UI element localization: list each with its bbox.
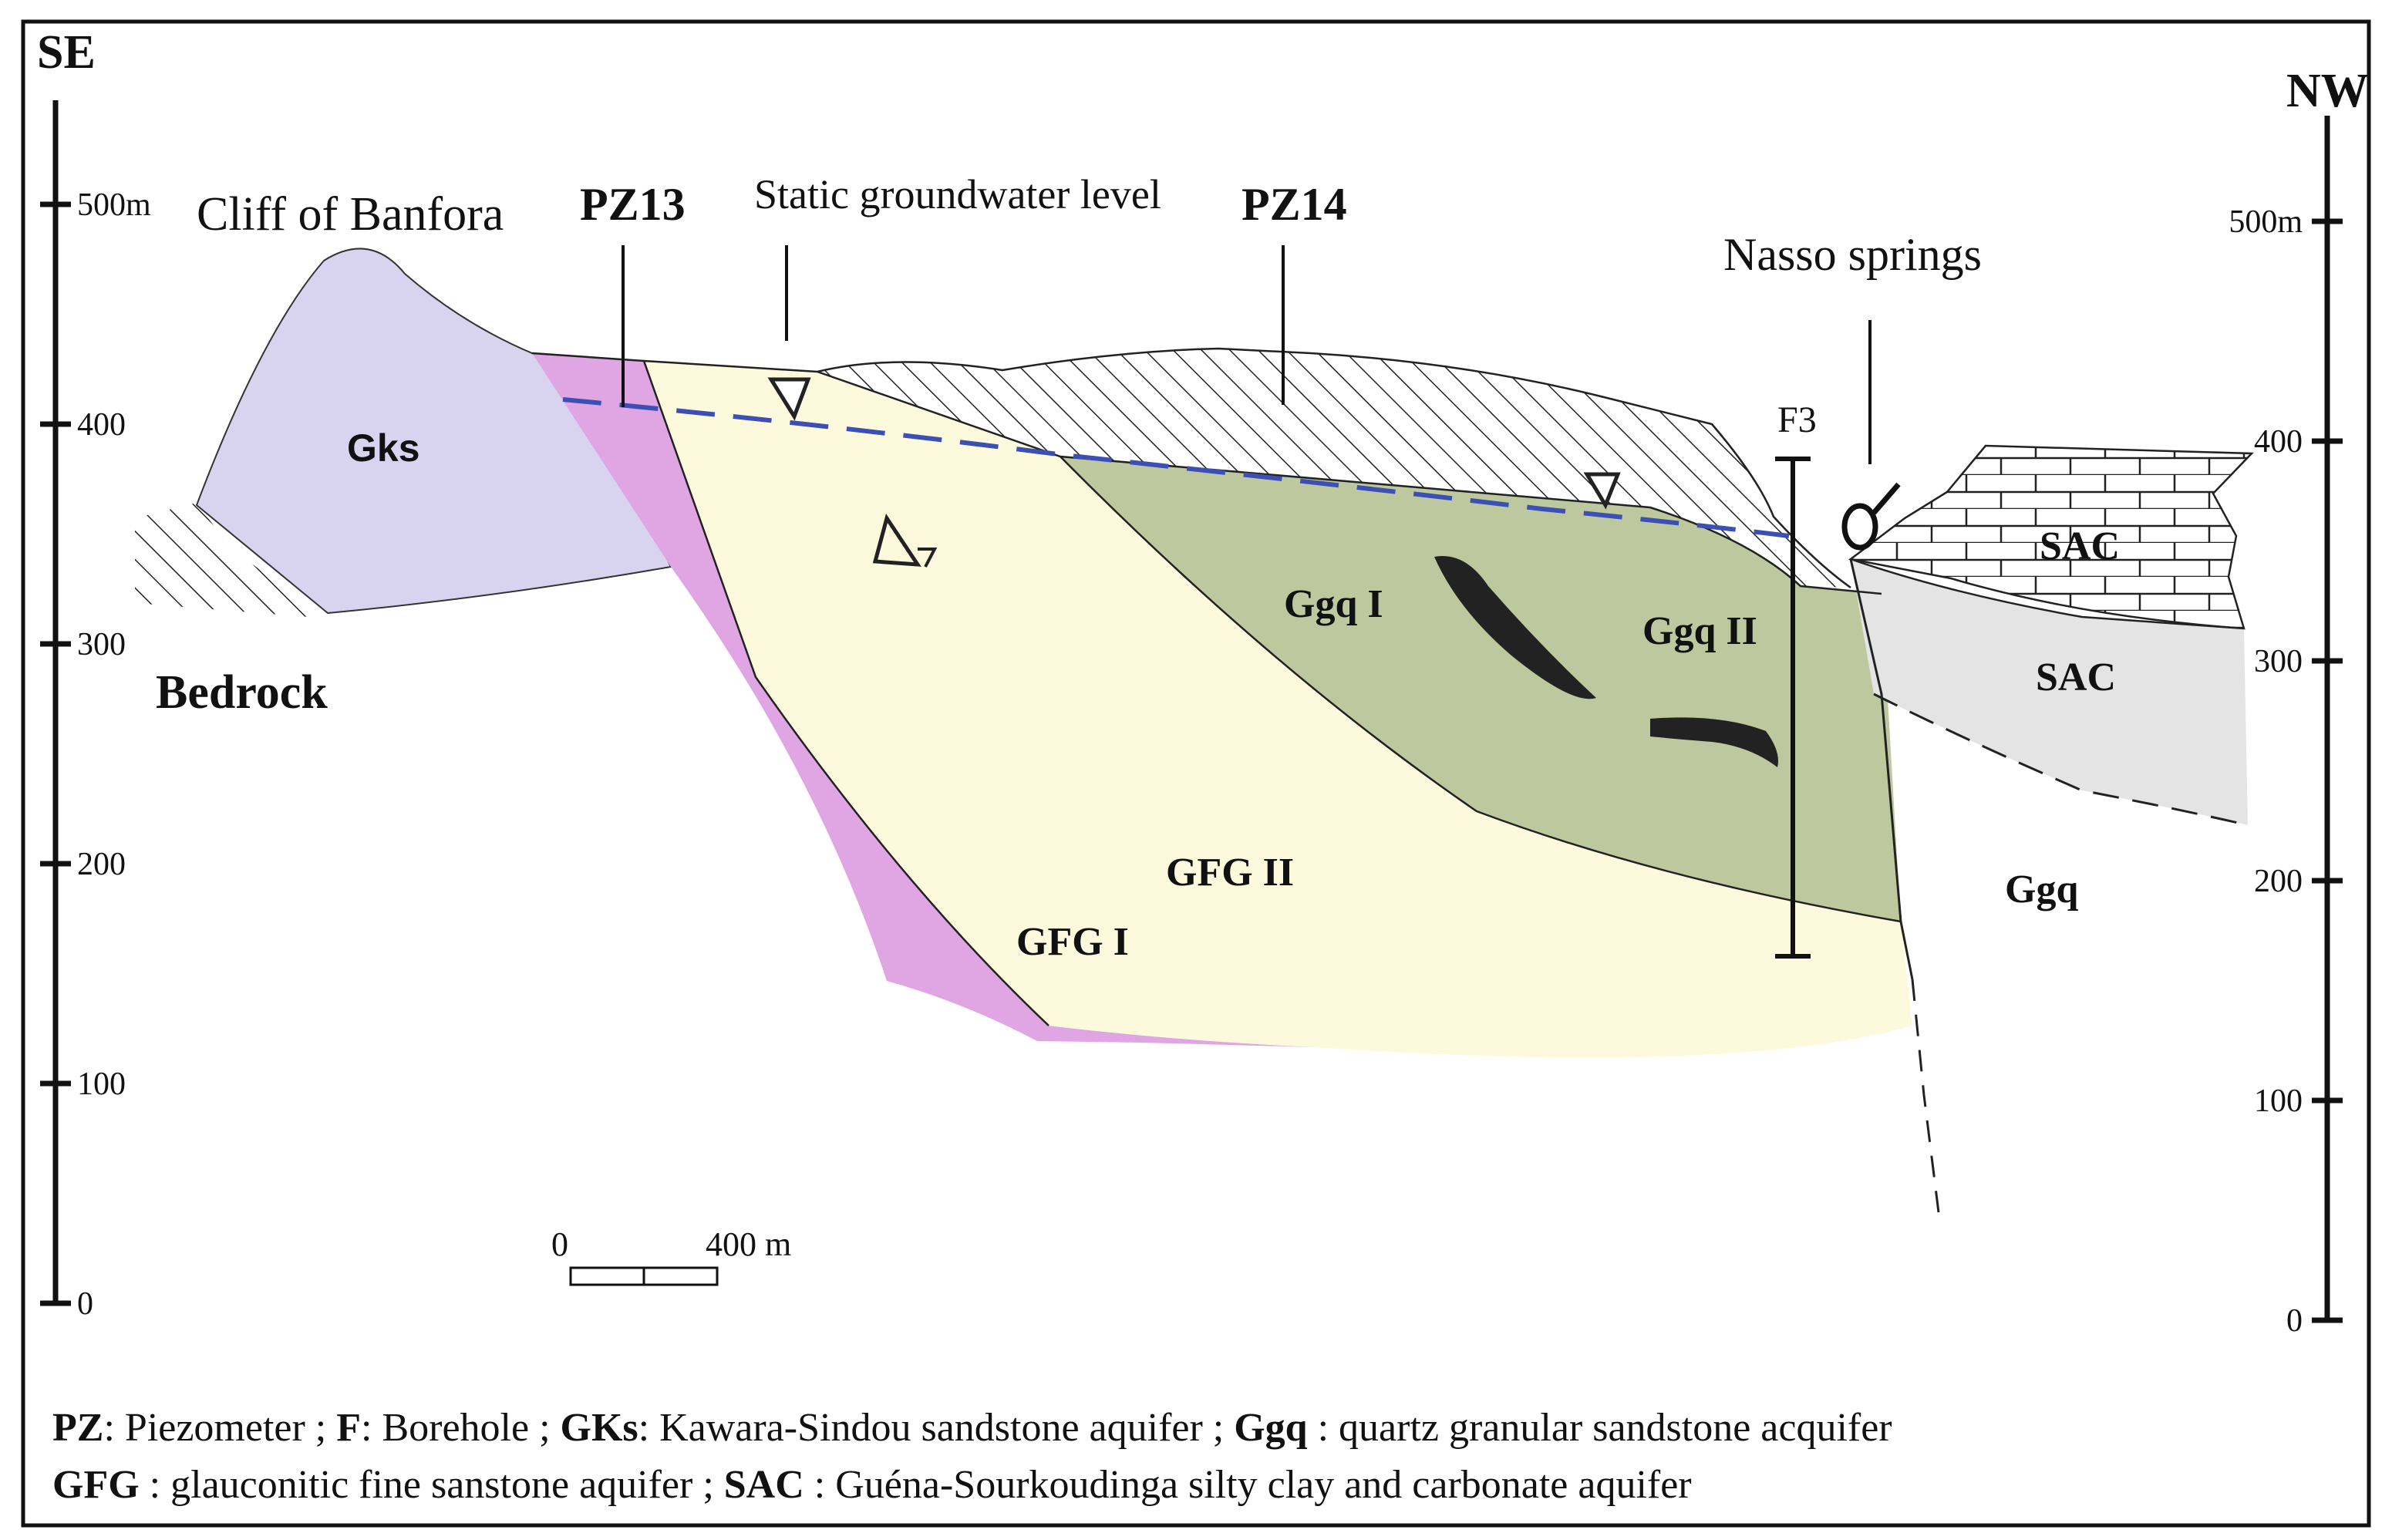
static-water-level-line: [562, 397, 1790, 538]
cliff-label: Cliff of Banfora: [197, 188, 504, 241]
orientation-nw: NW: [2286, 65, 2369, 117]
unit-sac-clay: [1851, 559, 2248, 825]
axis-tick-label: 400: [77, 407, 126, 443]
unit-gfg1-label: GFG I: [1016, 920, 1129, 964]
orientation-se: SE: [37, 26, 96, 79]
unit-sac-upper-label: SAC: [2040, 524, 2120, 568]
unit-ggq-upper: [1060, 457, 1901, 922]
unit-gks-label: Gks: [347, 426, 420, 470]
unit-ggq2-label: Ggq II: [1642, 609, 1757, 653]
axis-tick-label: 300: [2254, 644, 2303, 679]
scale-bar-start: 0: [551, 1225, 568, 1263]
overburden-hatch: [644, 349, 1851, 588]
scale-bar-end: 400 m: [706, 1225, 791, 1263]
axis-tick-label: 500m: [2229, 204, 2303, 240]
unit-gfg2: [644, 361, 1912, 1058]
lens-2: [1650, 717, 1778, 767]
unit-ggq-label: Ggq: [2005, 868, 2078, 912]
legend-line-1: PZ: Piezometer ; F: Borehole ; GKs: Kawa…: [52, 1406, 1892, 1450]
unit-gfg2-label: GFG II: [1166, 851, 1294, 895]
lens-1: [1434, 556, 1596, 699]
axis-tick-label: 500m: [77, 187, 151, 223]
left-elevation-axis: 500m 400 300 200 100 0: [40, 100, 151, 1322]
axis-tick-label: 300: [77, 627, 126, 662]
scale-bar: 0 400 m: [551, 1225, 791, 1286]
axis-tick-label: 400: [2254, 424, 2303, 460]
water-table-symbol-3-mark: [918, 548, 938, 568]
fault-line-dashed: [1911, 979, 1941, 1219]
contact-gfg2-ggq: [1060, 456, 1902, 923]
topography: [531, 347, 1851, 589]
unit-sac-carbonate: [1848, 444, 2254, 630]
fault-line-solid: [1849, 558, 1914, 980]
spring-icon: [1841, 503, 1878, 551]
water-table-symbol-3: [872, 514, 921, 567]
unit-ggq1-label: Ggq I: [1284, 582, 1383, 626]
bedrock-hatch: [135, 503, 328, 618]
legend-line-2: GFG : glauconitic fine sanstone aquifer …: [52, 1463, 1692, 1507]
unit-gks: [195, 248, 672, 615]
axis-tick-label: 0: [77, 1286, 93, 1322]
water-table-symbol-1: [767, 377, 811, 421]
spring-icon-outlet: [1871, 482, 1901, 515]
bedrock-label: Bedrock: [156, 666, 328, 719]
pz13-label: PZ13: [580, 179, 686, 230]
contact-gfg1-gfg2: [642, 360, 1049, 1026]
right-elevation-axis: 500m 400 300 200 100 0: [2229, 116, 2343, 1339]
axis-tick-label: 200: [77, 847, 126, 882]
f3-label: F3: [1777, 399, 1817, 440]
static-level-label: Static groundwater level: [754, 171, 1161, 217]
water-table-symbol-2: [1583, 472, 1621, 510]
nasso-label: Nasso springs: [1723, 229, 1982, 280]
axis-tick-label: 200: [2254, 864, 2303, 899]
unit-gfg1: [532, 353, 1315, 1047]
contact-sac-lower: [1850, 558, 2245, 630]
sac-base-dashed: [1873, 692, 2249, 827]
axis-tick-label: 100: [77, 1067, 126, 1102]
axis-tick-label: 100: [2254, 1083, 2303, 1119]
figure-frame: [21, 19, 2371, 1528]
pz14-label: PZ14: [1241, 179, 1347, 230]
unit-sac-lower-label: SAC: [2036, 655, 2116, 699]
axis-tick-label: 0: [2286, 1303, 2303, 1339]
